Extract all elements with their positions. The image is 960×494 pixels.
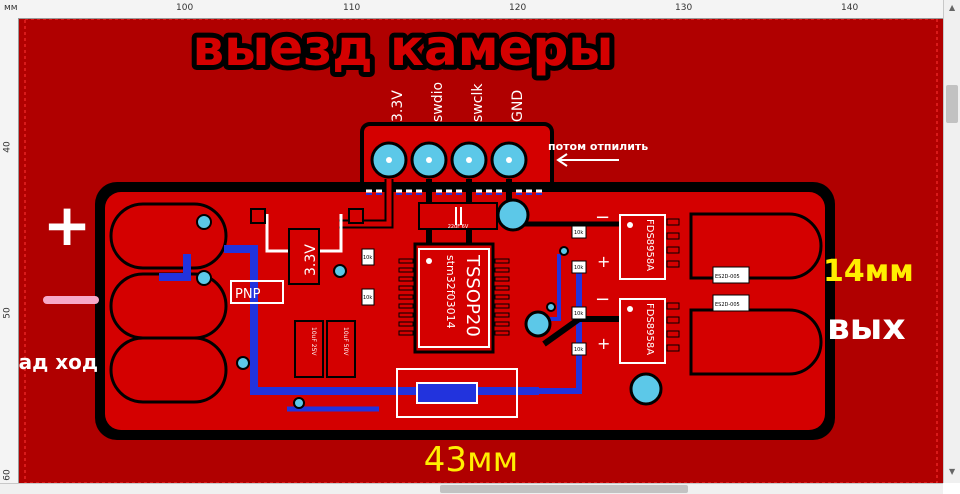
res-label-4: 10k [574,347,583,353]
minus-silk-2: − [595,289,610,310]
ruler-tick-50: 50 [2,307,13,319]
res-label-3: 10k [574,311,583,317]
horizontal-scroll-thumb[interactable] [440,485,688,493]
regulator-body [288,228,320,285]
ruler-tick-40: 40 [2,141,13,153]
ruler-tick-140: 140 [841,3,859,13]
bottom-component [416,382,478,404]
ruler-tick-130: 130 [675,3,693,13]
res-label-2: 10k [574,265,583,271]
diode-2 [712,294,750,312]
ruler-tick-120: 120 [509,3,527,13]
bottom-component-outline [396,368,518,418]
plus-mark: + [43,191,92,259]
via-minus [196,270,212,286]
cap-22uf [418,202,498,230]
res-label-5: 10k [363,255,372,261]
input-pad-plus[interactable] [109,202,228,270]
pnp-outline [230,280,284,304]
pcb-canvas[interactable]: выезд камеры 3.3V swdio swclk GND потом … [19,19,943,483]
width-label: 43мм [424,440,519,480]
vertical-scroll-thumb[interactable] [946,85,958,123]
mosfet-2 [619,298,666,364]
mcu-part: stm32f03014 [444,255,457,329]
ruler-tick-110: 110 [343,3,361,13]
board-title: выезд камеры [192,19,613,77]
pin-label-gnd: GND [510,90,526,122]
cap-10uf-25v-label: 10uF 25V [310,327,317,356]
ruler-unit: мм [4,3,18,13]
minus-mark [43,296,99,304]
via-out [629,372,663,406]
plus-silk-1: + [597,252,610,271]
ruler-top: мм 100 110 120 130 140 [0,0,943,19]
scroll-up-icon[interactable]: ▲ [949,3,956,12]
diode-1 [712,266,750,284]
mosfet-2-label: FDS8958A [644,303,655,355]
plus-silk-2: + [597,334,610,353]
mcu-package: TSSOP20 [462,254,483,337]
via-plus [196,214,212,230]
res-label-6: 10k [363,295,372,301]
horizontal-scrollbar[interactable] [0,483,943,494]
res-label-1: 10k [574,230,583,236]
output-label: вых [827,307,906,348]
pin-label-3v3: 3.3V [390,90,406,122]
cap-10uf-25v [294,320,324,378]
minus-silk-1: − [595,207,610,228]
scroll-down-icon[interactable]: ▼ [949,467,956,476]
vertical-scrollbar[interactable]: ▲ ▼ [943,0,960,483]
cap-10uf-50v-label: 10uF 50V [342,327,349,356]
mosfet-1-label: FDS8958A [644,219,655,271]
cut-note: потом отпилить [548,140,648,153]
mosfet-1 [619,214,666,280]
output-pad-2[interactable] [689,308,823,376]
cap-10uf-50v [326,320,356,378]
output-pad-1[interactable] [689,212,823,280]
pin-label-swdio: swdio [430,82,446,122]
via-gnd [496,198,530,232]
diode-1-label: ES2D-005 [715,274,740,280]
ruler-tick-60: 60 [2,469,13,481]
regulator-label: 3.3V [303,244,319,276]
pin-label-swclk: swclk [470,83,486,122]
via-mid [524,310,552,338]
diode-2-label: ES2D-005 [715,302,740,308]
pnp-label: PNP [235,287,261,302]
input-pad-reverse[interactable] [109,336,228,404]
input-label: зад ход [19,350,98,374]
ruler-left: 40 50 60 [0,18,19,483]
ruler-tick-100: 100 [176,3,194,13]
height-label: 14мм [823,254,914,289]
cap-22uf-label: 22uF 6V [448,224,469,230]
